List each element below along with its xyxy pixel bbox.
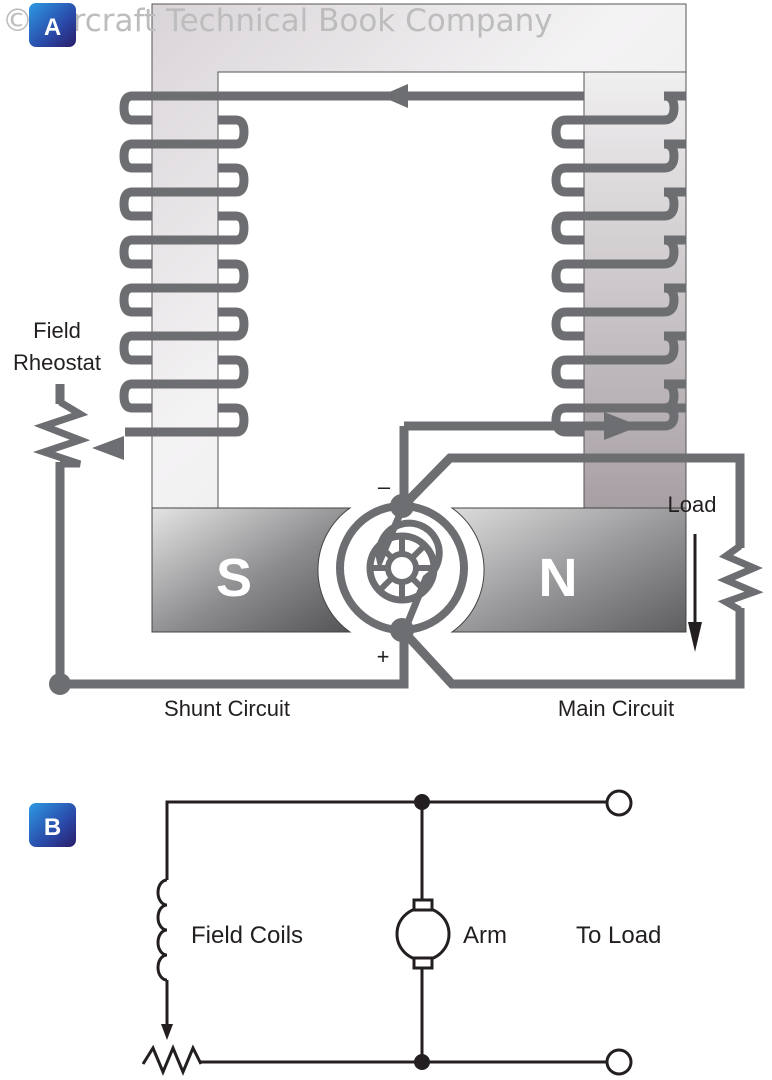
north-pole-piece [450, 507, 687, 633]
shunt-circuit-label: Shunt Circuit [164, 696, 290, 721]
south-pole-label: S [216, 548, 252, 608]
negative-brush-dot [390, 494, 414, 518]
field-rheostat-label-line1: Field [33, 318, 81, 343]
panel-a: © Aircraft Technical Book Company A S N [2, 3, 764, 721]
panel-a-badge: A [29, 3, 76, 47]
load-label: Load [668, 492, 717, 517]
south-pole-piece [151, 507, 352, 633]
bottom-junction-dot [414, 1054, 430, 1070]
badge-b-letter: B [44, 814, 61, 841]
shunt-junction-dot [49, 673, 71, 695]
positive-terminal-label: + [377, 644, 390, 669]
load-terminal-top[interactable] [605, 789, 633, 817]
copyright-watermark: © Aircraft Technical Book Company [2, 3, 553, 39]
commutator-hub [385, 551, 419, 585]
north-pole-label: N [539, 548, 578, 608]
armature-symbol [395, 906, 451, 962]
main-circuit-lower-wire [400, 608, 745, 689]
badge-a-letter: A [44, 14, 61, 41]
right-field-coil [404, 91, 686, 437]
armature-brush-top [412, 898, 434, 912]
field-rheostat-resistor [32, 398, 91, 468]
shunt-circuit-lower-wire [55, 462, 409, 689]
armature-brush-bottom [412, 956, 434, 970]
load-resistor [717, 543, 764, 614]
load-terminal-bottom[interactable] [605, 1048, 633, 1076]
rheostat-resistor [141, 1044, 203, 1076]
rheostat-wiper-arrow-icon [92, 436, 124, 460]
positive-brush-dot [390, 618, 414, 642]
panel-b: B Field Coils Arm To Lo [29, 789, 661, 1076]
field-coils-label: Field Coils [191, 922, 303, 949]
arm-label: Arm [463, 922, 507, 949]
rheostat-wiper-arrow-icon [161, 1024, 173, 1040]
main-circuit-upper-wire [400, 453, 745, 548]
top-junction-dot [414, 794, 430, 810]
panel-b-badge: B [29, 803, 76, 847]
to-load-label: To Load [576, 922, 661, 949]
negative-terminal-label: – [378, 474, 391, 499]
load-current-arrow-icon [688, 534, 702, 652]
armature [336, 494, 468, 642]
top-wire-arrow-icon [380, 84, 408, 108]
field-coils-inductor [156, 878, 168, 982]
right-coil-arrow-icon [604, 412, 640, 440]
field-rheostat-label-line2: Rheostat [13, 350, 101, 375]
left-field-coil [119, 91, 249, 437]
main-circuit-label: Main Circuit [558, 696, 674, 721]
commutator-segments [370, 536, 434, 600]
top-rail-wire [165, 800, 608, 880]
